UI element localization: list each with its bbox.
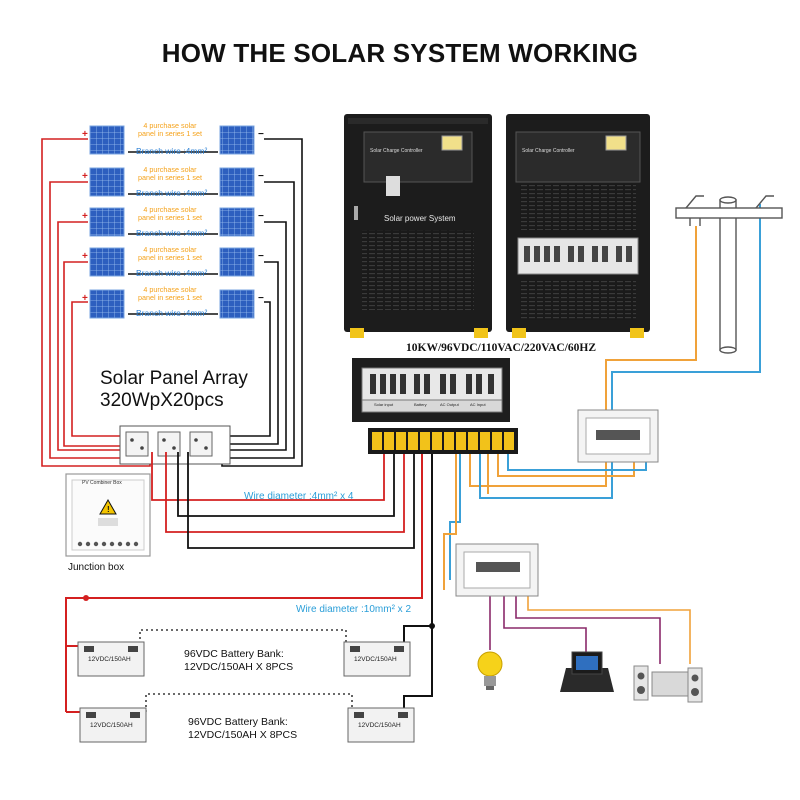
purchase-line-1: 4 purchase solar xyxy=(143,285,197,294)
array-wiring xyxy=(41,138,303,467)
branch-wire-label-2: Branch wire :4mm² xyxy=(136,188,208,198)
battery-bank-1-line-1: 96VDC Battery Bank: xyxy=(184,648,284,660)
svg-text:+: + xyxy=(82,293,88,304)
page-title: HOW THE SOLAR SYSTEM WORKING xyxy=(161,38,639,68)
battery-bank-1-line-2: 12VDC/150AH X 8PCS xyxy=(184,661,294,673)
panel-section-battery: Battery xyxy=(414,402,427,407)
battery-4-label: 12VDC/150AH xyxy=(358,722,401,729)
wire-diameter-label-1: Wire diameter :4mm² x 4 xyxy=(244,491,354,502)
branch-wire-label-5: Branch wire :4mm² xyxy=(136,308,208,318)
branch-wire-label-4: Branch wire :4mm² xyxy=(136,268,208,278)
cabinet-right-header: Solar Charge Controller xyxy=(522,148,575,154)
array-label-line-2: 320WpX20pcs xyxy=(100,390,224,411)
battery-bank-2-line-1: 96VDC Battery Bank: xyxy=(188,716,288,728)
inverter-cabinet-left xyxy=(344,114,492,338)
purchase-line-2: panel in series 1 set xyxy=(138,253,202,262)
wire-diameter-label-2: Wire diameter :10mm² x 2 xyxy=(296,604,412,615)
purchase-line-1: 4 purchase solar xyxy=(143,245,197,254)
polarity-marks: + − + − + − + − + − xyxy=(82,129,264,304)
computer-monitor xyxy=(560,651,614,692)
svg-text:−: − xyxy=(258,293,264,304)
battery-series-dots xyxy=(139,629,353,712)
combiner-connector xyxy=(119,425,231,465)
purchase-line-2: panel in series 1 set xyxy=(138,173,202,182)
purchase-line-1: 4 purchase solar xyxy=(143,165,197,174)
dc-input-wiring xyxy=(151,446,415,549)
svg-text:+: + xyxy=(82,251,88,262)
battery-1-label: 12VDC/150AH xyxy=(88,656,131,663)
inverter-cabinet-right xyxy=(506,114,650,338)
panel-section-ac-input: AC Input xyxy=(470,402,486,407)
stereo-system xyxy=(633,665,703,703)
battery-2-label: 12VDC/150AH xyxy=(354,656,397,663)
panel-section-ac-output: AC Output xyxy=(440,402,459,407)
array-label-line-1: Solar Panel Array xyxy=(100,368,248,389)
load-wiring xyxy=(489,594,691,664)
distribution-box-upper xyxy=(577,409,659,463)
distribution-box-lower xyxy=(455,543,539,597)
svg-text:+: + xyxy=(82,211,88,222)
battery-3-label: 12VDC/150AH xyxy=(90,722,133,729)
junction-box-label: Junction box xyxy=(68,562,125,573)
utility-pole xyxy=(675,195,783,354)
battery-bank-2-line-2: 12VDC/150AH X 8PCS xyxy=(188,729,298,741)
svg-text:−: − xyxy=(258,129,264,140)
purchase-line-1: 4 purchase solar xyxy=(143,205,197,214)
junction-box-title: PV Combiner Box xyxy=(82,480,122,486)
svg-text:−: − xyxy=(258,251,264,262)
branch-wire-label-1: Branch wire :4mm² xyxy=(136,146,208,156)
cabinet-left-header: Solar Charge Controller xyxy=(370,148,423,154)
solar-panels xyxy=(89,125,255,319)
terminal-bus xyxy=(368,428,518,454)
batteries xyxy=(77,641,415,743)
system-spec-label: 10KW/96VDC/110VAC/220VAC/60HZ xyxy=(406,342,596,354)
breaker-panel xyxy=(352,358,510,422)
svg-text:+: + xyxy=(82,171,88,182)
cabinet-left-label: Solar power System xyxy=(384,214,456,223)
purchase-line-1: 4 purchase solar xyxy=(143,121,197,130)
svg-text:−: − xyxy=(258,211,264,222)
panel-section-solar: Solar input xyxy=(374,402,394,407)
light-bulb xyxy=(477,651,503,690)
purchase-line-2: panel in series 1 set xyxy=(138,213,202,222)
purchase-line-2: panel in series 1 set xyxy=(138,293,202,302)
branch-wire-label-3: Branch wire :4mm² xyxy=(136,228,208,238)
junction-box-device: ! xyxy=(65,473,151,557)
svg-text:−: − xyxy=(258,171,264,182)
purchase-line-2: panel in series 1 set xyxy=(138,129,202,138)
svg-text:!: ! xyxy=(107,505,110,514)
svg-text:+: + xyxy=(82,129,88,140)
